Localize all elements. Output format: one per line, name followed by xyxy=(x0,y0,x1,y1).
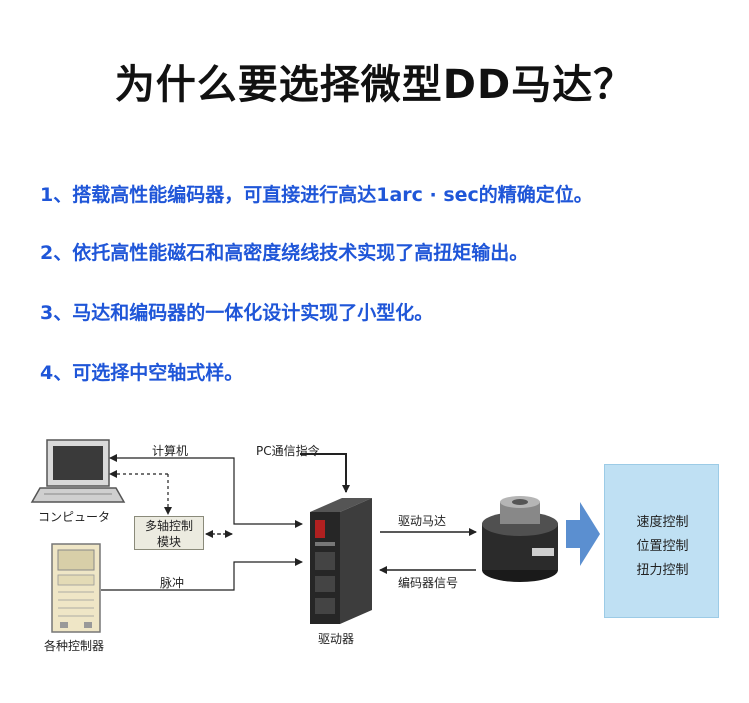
control-item-position: 位置控制 xyxy=(636,539,689,554)
computer-icon xyxy=(30,439,126,503)
feature-item-2: 2、依托高性能磁石和高密度绕线技术实现了高扭矩输出。 xyxy=(40,242,529,264)
controller-cabinet-icon xyxy=(51,543,101,633)
big-arrow-icon xyxy=(566,502,600,566)
driver-icon xyxy=(310,498,372,624)
pulse-label: 脉冲 xyxy=(160,576,185,590)
control-item-torque: 扭力控制 xyxy=(636,563,689,578)
driver-label: 驱动器 xyxy=(318,632,355,646)
multi-axis-module-box: 多轴控制 模块 xyxy=(134,516,204,550)
calc-label: 计算机 xyxy=(152,444,189,458)
feature-item-4: 4、可选择中空轴式样。 xyxy=(40,362,244,384)
diagram-graphics xyxy=(30,439,600,633)
control-item-speed: 速度控制 xyxy=(636,515,689,530)
feature-item-1: 1、搭载高性能编码器，可直接进行高达1arc · sec的精确定位。 xyxy=(40,184,593,206)
pc-command-label: PC通信指令 xyxy=(256,444,320,458)
motor-icon xyxy=(482,496,558,582)
system-diagram: コンピュータ 各种控制器 计算机 PC通信指令 多轴控制 模块 脉冲 驱动器 驱… xyxy=(0,420,749,703)
controllers-label: 各种控制器 xyxy=(44,639,105,653)
module-label-line2: 模块 xyxy=(156,535,181,549)
encoder-signal-label: 编码器信号 xyxy=(398,576,459,590)
computer-label: コンピュータ xyxy=(38,510,111,524)
feature-item-3: 3、马达和编码器的一体化设计实现了小型化。 xyxy=(40,302,434,324)
control-modes-panel: 速度控制 位置控制 扭力控制 xyxy=(604,464,719,618)
module-label-line1: 多轴控制 xyxy=(144,519,193,533)
drive-motor-label: 驱动马达 xyxy=(398,514,447,528)
page-title: 为什么要选择微型DD马达？ xyxy=(114,62,635,108)
